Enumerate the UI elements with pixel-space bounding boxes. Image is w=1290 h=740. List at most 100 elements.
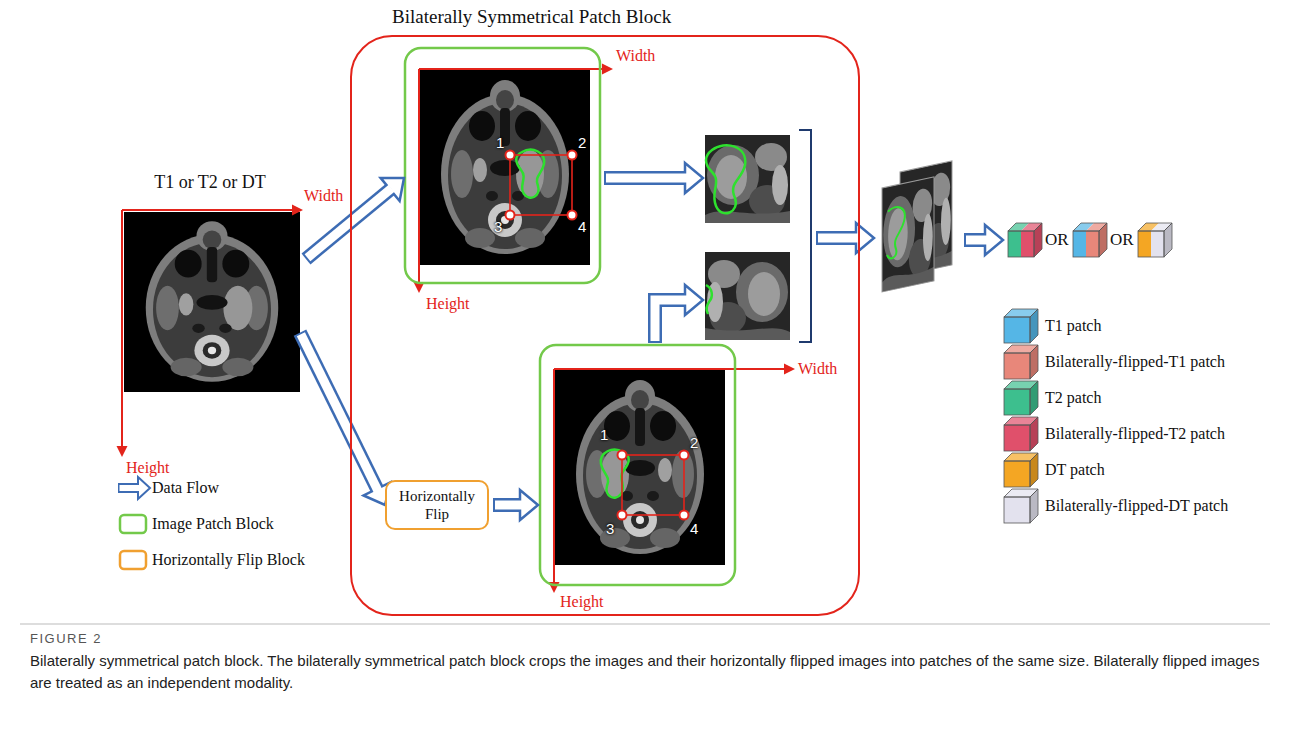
patch-cube-swatch <box>1004 389 1030 415</box>
legend-item: DT patch <box>1003 452 1105 488</box>
image-patch-block <box>540 345 735 585</box>
flip-block: Horizontally Flip <box>385 480 489 530</box>
data-flow-arrow <box>520 490 538 520</box>
axis-arrow <box>292 205 303 216</box>
legend-sample <box>120 485 141 491</box>
axis-label: Height <box>126 458 170 477</box>
patch-stack <box>882 177 934 292</box>
legend-item: T1 patch <box>1003 308 1101 344</box>
legend-item: Bilaterally-flipped-DT patch <box>1003 488 1228 524</box>
data-flow-connector <box>300 333 391 505</box>
patch-cube-swatch <box>1004 461 1030 487</box>
legend-text: Data Flow <box>152 478 219 497</box>
patch-stack <box>887 205 905 259</box>
patch-cube-swatch <box>1004 461 1030 487</box>
legend-sample <box>118 477 150 569</box>
legend-item: Image Patch Block <box>152 514 274 533</box>
tumor-contour <box>516 150 544 198</box>
modality-cube <box>1099 223 1107 257</box>
legend-text: DT patch <box>1045 460 1105 479</box>
bracket <box>799 130 811 342</box>
legend-item: Horizontally Flip Block <box>152 550 305 569</box>
corner-number: 2 <box>690 434 698 452</box>
data-flow-arrow <box>495 501 522 510</box>
patch-cube-swatch <box>1003 308 1039 344</box>
cropped-patch <box>706 145 745 213</box>
image-patch-block <box>405 48 600 283</box>
caption-rule <box>20 624 1270 625</box>
legend-item: Data Flow <box>152 478 219 497</box>
legend-text: Bilaterally-flipped-T1 patch <box>1045 352 1225 371</box>
corner-point <box>618 451 627 460</box>
figure-caption: Bilaterally symmetrical patch block. The… <box>30 650 1260 694</box>
legend-text: T2 patch <box>1045 388 1101 407</box>
axis-arrow <box>121 210 123 448</box>
patch-cube-swatch <box>1004 389 1030 415</box>
cropped-patch <box>705 135 790 340</box>
patch-cube-swatch <box>1003 344 1039 380</box>
patch-stack <box>882 161 952 292</box>
legend-item: Bilaterally-flipped-T1 patch <box>1003 344 1225 380</box>
patch-cube-swatch <box>1030 309 1038 343</box>
legend-text: Bilaterally-flipped-DT patch <box>1045 496 1228 515</box>
corner-point <box>568 211 577 220</box>
data-flow-arrow <box>685 285 703 315</box>
mri-image <box>420 70 590 265</box>
modality-cube <box>1164 223 1172 257</box>
tumor-contour <box>601 450 629 498</box>
axis-arrow <box>117 446 128 457</box>
axis-arrow <box>419 68 604 70</box>
patch-cube-swatch <box>1004 345 1038 379</box>
axis-arrow <box>602 64 613 75</box>
corner-point <box>618 511 627 520</box>
patch-cube-swatch <box>1004 353 1030 379</box>
data-flow-arrow <box>818 234 858 243</box>
patch-stack <box>882 177 934 292</box>
legend-text: T1 patch <box>1045 316 1101 335</box>
patch-cube-swatch <box>1004 309 1038 343</box>
modality-cube <box>1086 231 1099 257</box>
cropped-patch <box>706 285 712 314</box>
data-flow-arrow <box>606 174 687 183</box>
node-text: Bilaterally Symmetrical Patch Block <box>392 6 671 29</box>
or-word: OR <box>1045 230 1069 250</box>
axis-arrow <box>418 69 420 284</box>
modality-cube <box>1021 231 1034 257</box>
axis-label: Height <box>560 592 604 611</box>
mri-image <box>555 370 725 565</box>
axis-arrow <box>784 364 795 375</box>
corner-number: 1 <box>496 134 504 152</box>
patch-cube-swatch <box>1030 345 1038 379</box>
connector-shaft <box>301 334 378 490</box>
modality-cube <box>1151 231 1164 257</box>
corner-point <box>506 151 689 520</box>
patch-cube-swatch <box>1004 317 1030 343</box>
corner-point <box>680 511 689 520</box>
figure-number: FIGURE 2 <box>30 631 102 647</box>
cropped-patch <box>705 135 790 223</box>
legend-item: Bilaterally-flipped-T2 patch <box>1003 416 1225 452</box>
corner-number: 4 <box>578 218 586 236</box>
patch-cube-swatch <box>1004 489 1038 523</box>
mri-image <box>124 212 300 392</box>
patch-stack <box>882 177 934 292</box>
axis-label: Height <box>426 294 470 313</box>
modality-cube <box>1008 231 1034 257</box>
data-flow-arrow <box>966 236 987 245</box>
patch-cube-swatch <box>1004 317 1030 343</box>
patch-block-frame: Horizontally FlipBilaterally Symmetrical… <box>350 35 860 616</box>
corner-number: 4 <box>690 520 698 538</box>
node-text: Horizontally Flip <box>395 487 479 523</box>
modality-cube <box>1073 231 1086 257</box>
modality-cube <box>1138 223 1172 257</box>
data-flow-arrow <box>655 300 687 341</box>
axis-arrow <box>122 209 294 211</box>
bracket <box>799 130 811 342</box>
or-word: OR <box>1110 230 1134 250</box>
modality-cube <box>1073 231 1099 257</box>
data-flow-arrow <box>306 163 1003 520</box>
patch-cube-swatch <box>1004 497 1030 523</box>
legend-text: Image Patch Block <box>152 514 274 533</box>
legend-sample <box>120 551 146 569</box>
input-image-panel: T1 or T2 or DT <box>120 172 300 395</box>
